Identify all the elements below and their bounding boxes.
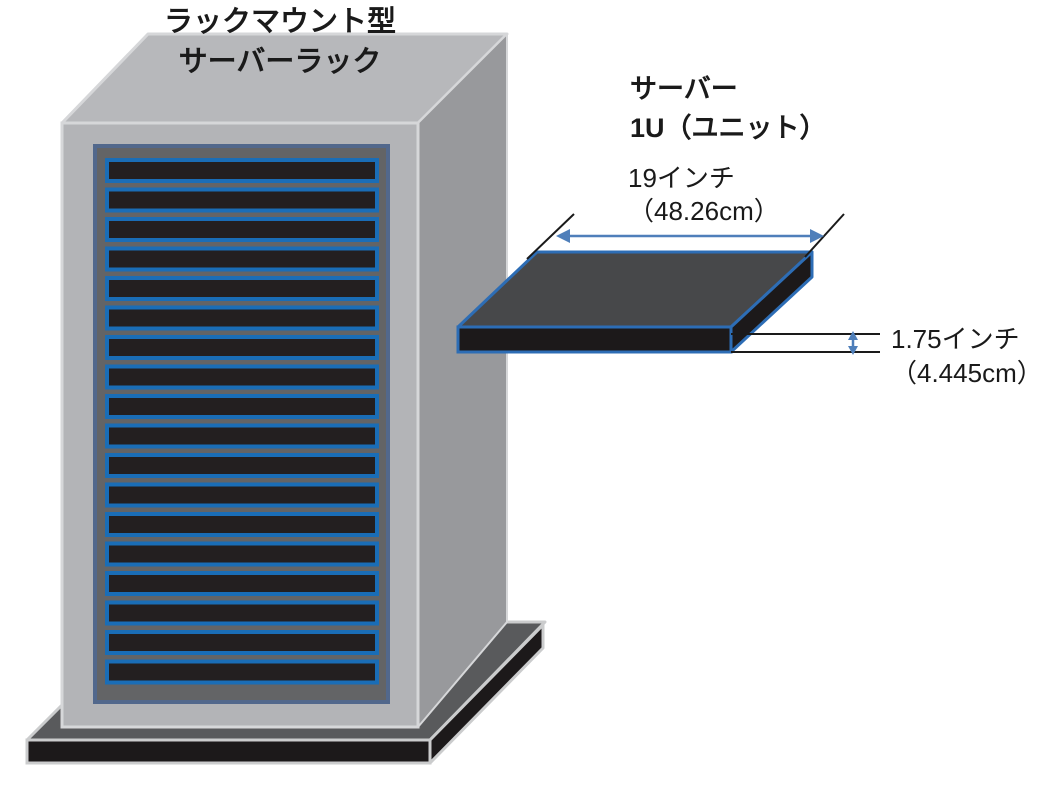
server-unit: [456, 250, 814, 354]
server-unit-title-line2: 1U（ユニット）: [630, 113, 827, 143]
rack-title-line1: ラックマウント型: [163, 6, 396, 38]
rack-slot: [105, 276, 379, 301]
server-unit-front-face: [456, 325, 733, 354]
rack-slot: [105, 453, 379, 478]
rack-slot: [105, 394, 379, 419]
rack-slot: [105, 158, 379, 183]
width-extension-line-left: [526, 213, 575, 260]
rack-base-front-face: [25, 738, 432, 765]
rack-slot: [105, 335, 379, 360]
height-arrow-head-top: [848, 331, 858, 340]
rack-slots: [105, 158, 379, 685]
rack-title-line2: サーバーラック: [178, 46, 382, 78]
rack-title: ラックマウント型 サーバーラック: [130, 2, 430, 82]
width-dimension-cm: （48.26cm）: [628, 196, 780, 226]
rack-slot: [105, 187, 379, 213]
rack-slot: [105, 630, 379, 655]
height-arrow-head-bottom: [848, 346, 858, 355]
width-extension-line-right: [804, 213, 845, 258]
rack-slot: [105, 305, 379, 331]
height-dimension-label: 1.75インチ （4.445cm）: [891, 322, 1041, 390]
rack-base-side-face: [428, 623, 545, 765]
width-dimension-label: 19インチ （48.26cm）: [628, 162, 780, 228]
rack-slot: [105, 246, 379, 272]
height-dimension-cm: （4.445cm）: [891, 358, 1041, 388]
rack-slot: [105, 482, 379, 508]
server-unit-title: サーバー 1U（ユニット）: [630, 70, 827, 148]
width-arrow-head-right: [810, 229, 824, 243]
rack-slot: [105, 659, 379, 685]
rack-slot: [105, 600, 379, 626]
rack-slot: [105, 571, 379, 596]
rack-slot: [105, 364, 379, 390]
server-rack: [25, 32, 547, 765]
height-arrow-icon: [848, 331, 858, 355]
rack-slot: [105, 423, 379, 449]
rack-slot: [105, 512, 379, 537]
server-unit-title-line1: サーバー: [630, 74, 738, 104]
width-arrow-head-left: [556, 229, 570, 243]
width-arrow-icon: [556, 229, 824, 243]
width-dimension-inches: 19インチ: [628, 163, 735, 193]
dimension-annotations: [526, 213, 880, 355]
height-dimension-inches: 1.75インチ: [891, 324, 1020, 354]
rack-side-face: [417, 33, 508, 728]
rack-slot: [105, 541, 379, 567]
rack-slot: [105, 217, 379, 242]
